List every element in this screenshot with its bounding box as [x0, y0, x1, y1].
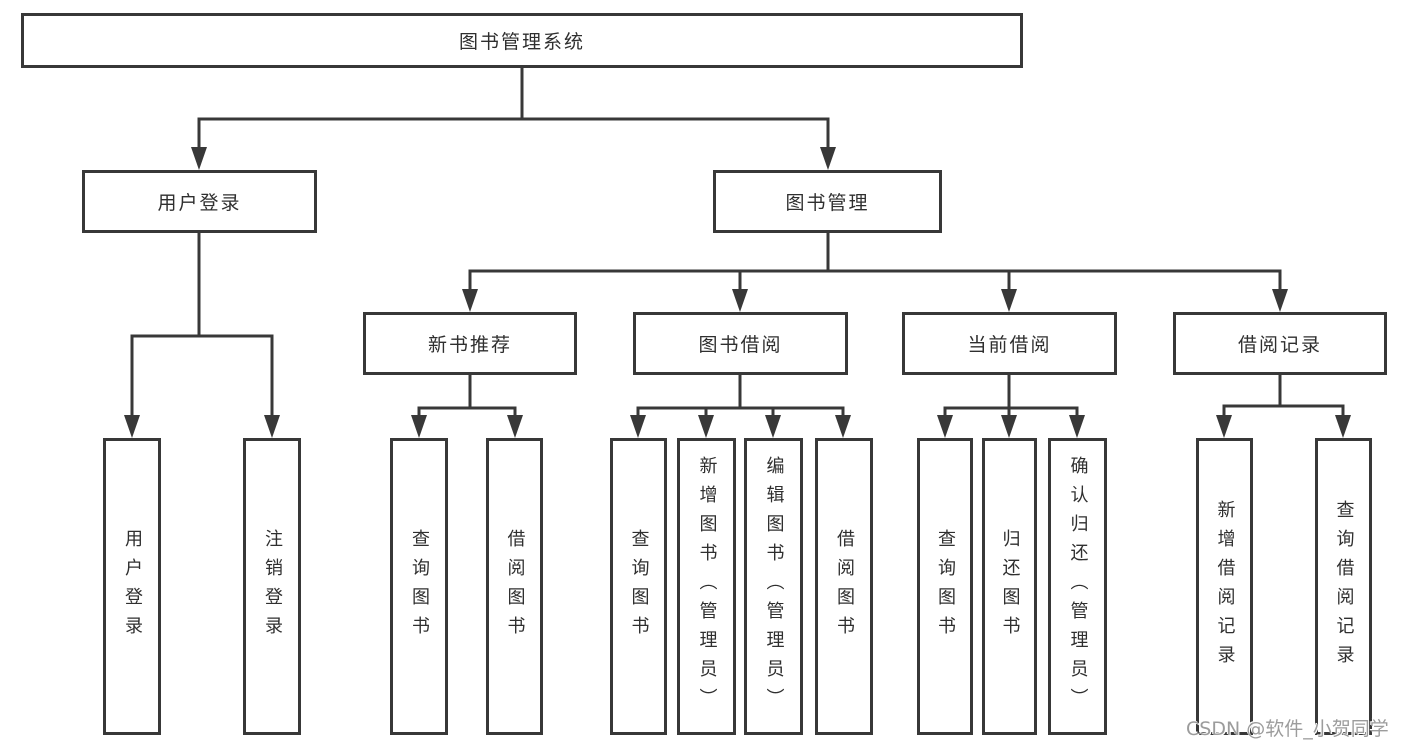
leaf-label: 查询图书: [628, 528, 650, 645]
node-user-login: 用户登录: [82, 170, 317, 233]
node-label: 借阅记录: [1237, 334, 1322, 356]
leaf-borrowing-edit-books-admin: 编辑图书（管理员）: [744, 438, 803, 735]
node-label: 图书管理: [785, 192, 870, 214]
leaf-recommend-query-books: 查询图书: [390, 438, 448, 735]
leaf-borrowing-query-books: 查询图书: [610, 438, 667, 735]
leaf-current-confirm-return-admin: 确认归还（管理员）: [1048, 438, 1107, 735]
leaf-records-query-borrow-record: 查询借阅记录: [1315, 438, 1372, 735]
leaf-label: 归还图书: [999, 528, 1021, 645]
node-label: 新书推荐: [427, 334, 512, 356]
node-borrowing-records: 借阅记录: [1173, 312, 1387, 375]
leaf-label: 注销登录: [262, 528, 283, 645]
node-library-management-system: 图书管理系统: [21, 13, 1023, 68]
leaf-label: 用户登录: [122, 528, 143, 645]
node-label: 图书管理系统: [458, 31, 585, 53]
leaf-label: 编辑图书（管理员）: [763, 456, 785, 717]
leaf-current-query-books: 查询图书: [917, 438, 973, 735]
leaf-label: 借阅图书: [504, 528, 526, 645]
node-label: 图书借阅: [698, 334, 783, 356]
node-current-borrowing: 当前借阅: [902, 312, 1117, 375]
node-label: 用户登录: [157, 192, 242, 214]
leaf-label: 新增借阅记录: [1214, 499, 1236, 674]
arrowhead-icons: [124, 147, 1351, 438]
leaf-label: 新增图书（管理员）: [696, 456, 718, 717]
leaf-label: 查询图书: [935, 528, 956, 645]
leaf-current-return-books: 归还图书: [982, 438, 1037, 735]
leaf-label: 查询图书: [409, 528, 430, 645]
leaf-borrowing-borrow-books: 借阅图书: [815, 438, 873, 735]
leaf-logout: 注销登录: [243, 438, 301, 735]
leaf-recommend-borrow-books: 借阅图书: [486, 438, 543, 735]
csdn-watermark: CSDN @软件_小贺同学: [1186, 718, 1389, 740]
leaf-user-login: 用户登录: [103, 438, 161, 735]
node-new-book-recommend: 新书推荐: [363, 312, 577, 375]
leaf-label: 确认归还（管理员）: [1067, 456, 1089, 717]
node-book-management: 图书管理: [713, 170, 942, 233]
leaf-label: 查询借阅记录: [1333, 499, 1355, 674]
leaf-borrowing-add-books-admin: 新增图书（管理员）: [677, 438, 736, 735]
leaf-records-add-borrow-record: 新增借阅记录: [1196, 438, 1253, 735]
node-label: 当前借阅: [967, 334, 1052, 356]
leaf-label: 借阅图书: [834, 528, 855, 645]
node-book-borrowing: 图书借阅: [633, 312, 848, 375]
